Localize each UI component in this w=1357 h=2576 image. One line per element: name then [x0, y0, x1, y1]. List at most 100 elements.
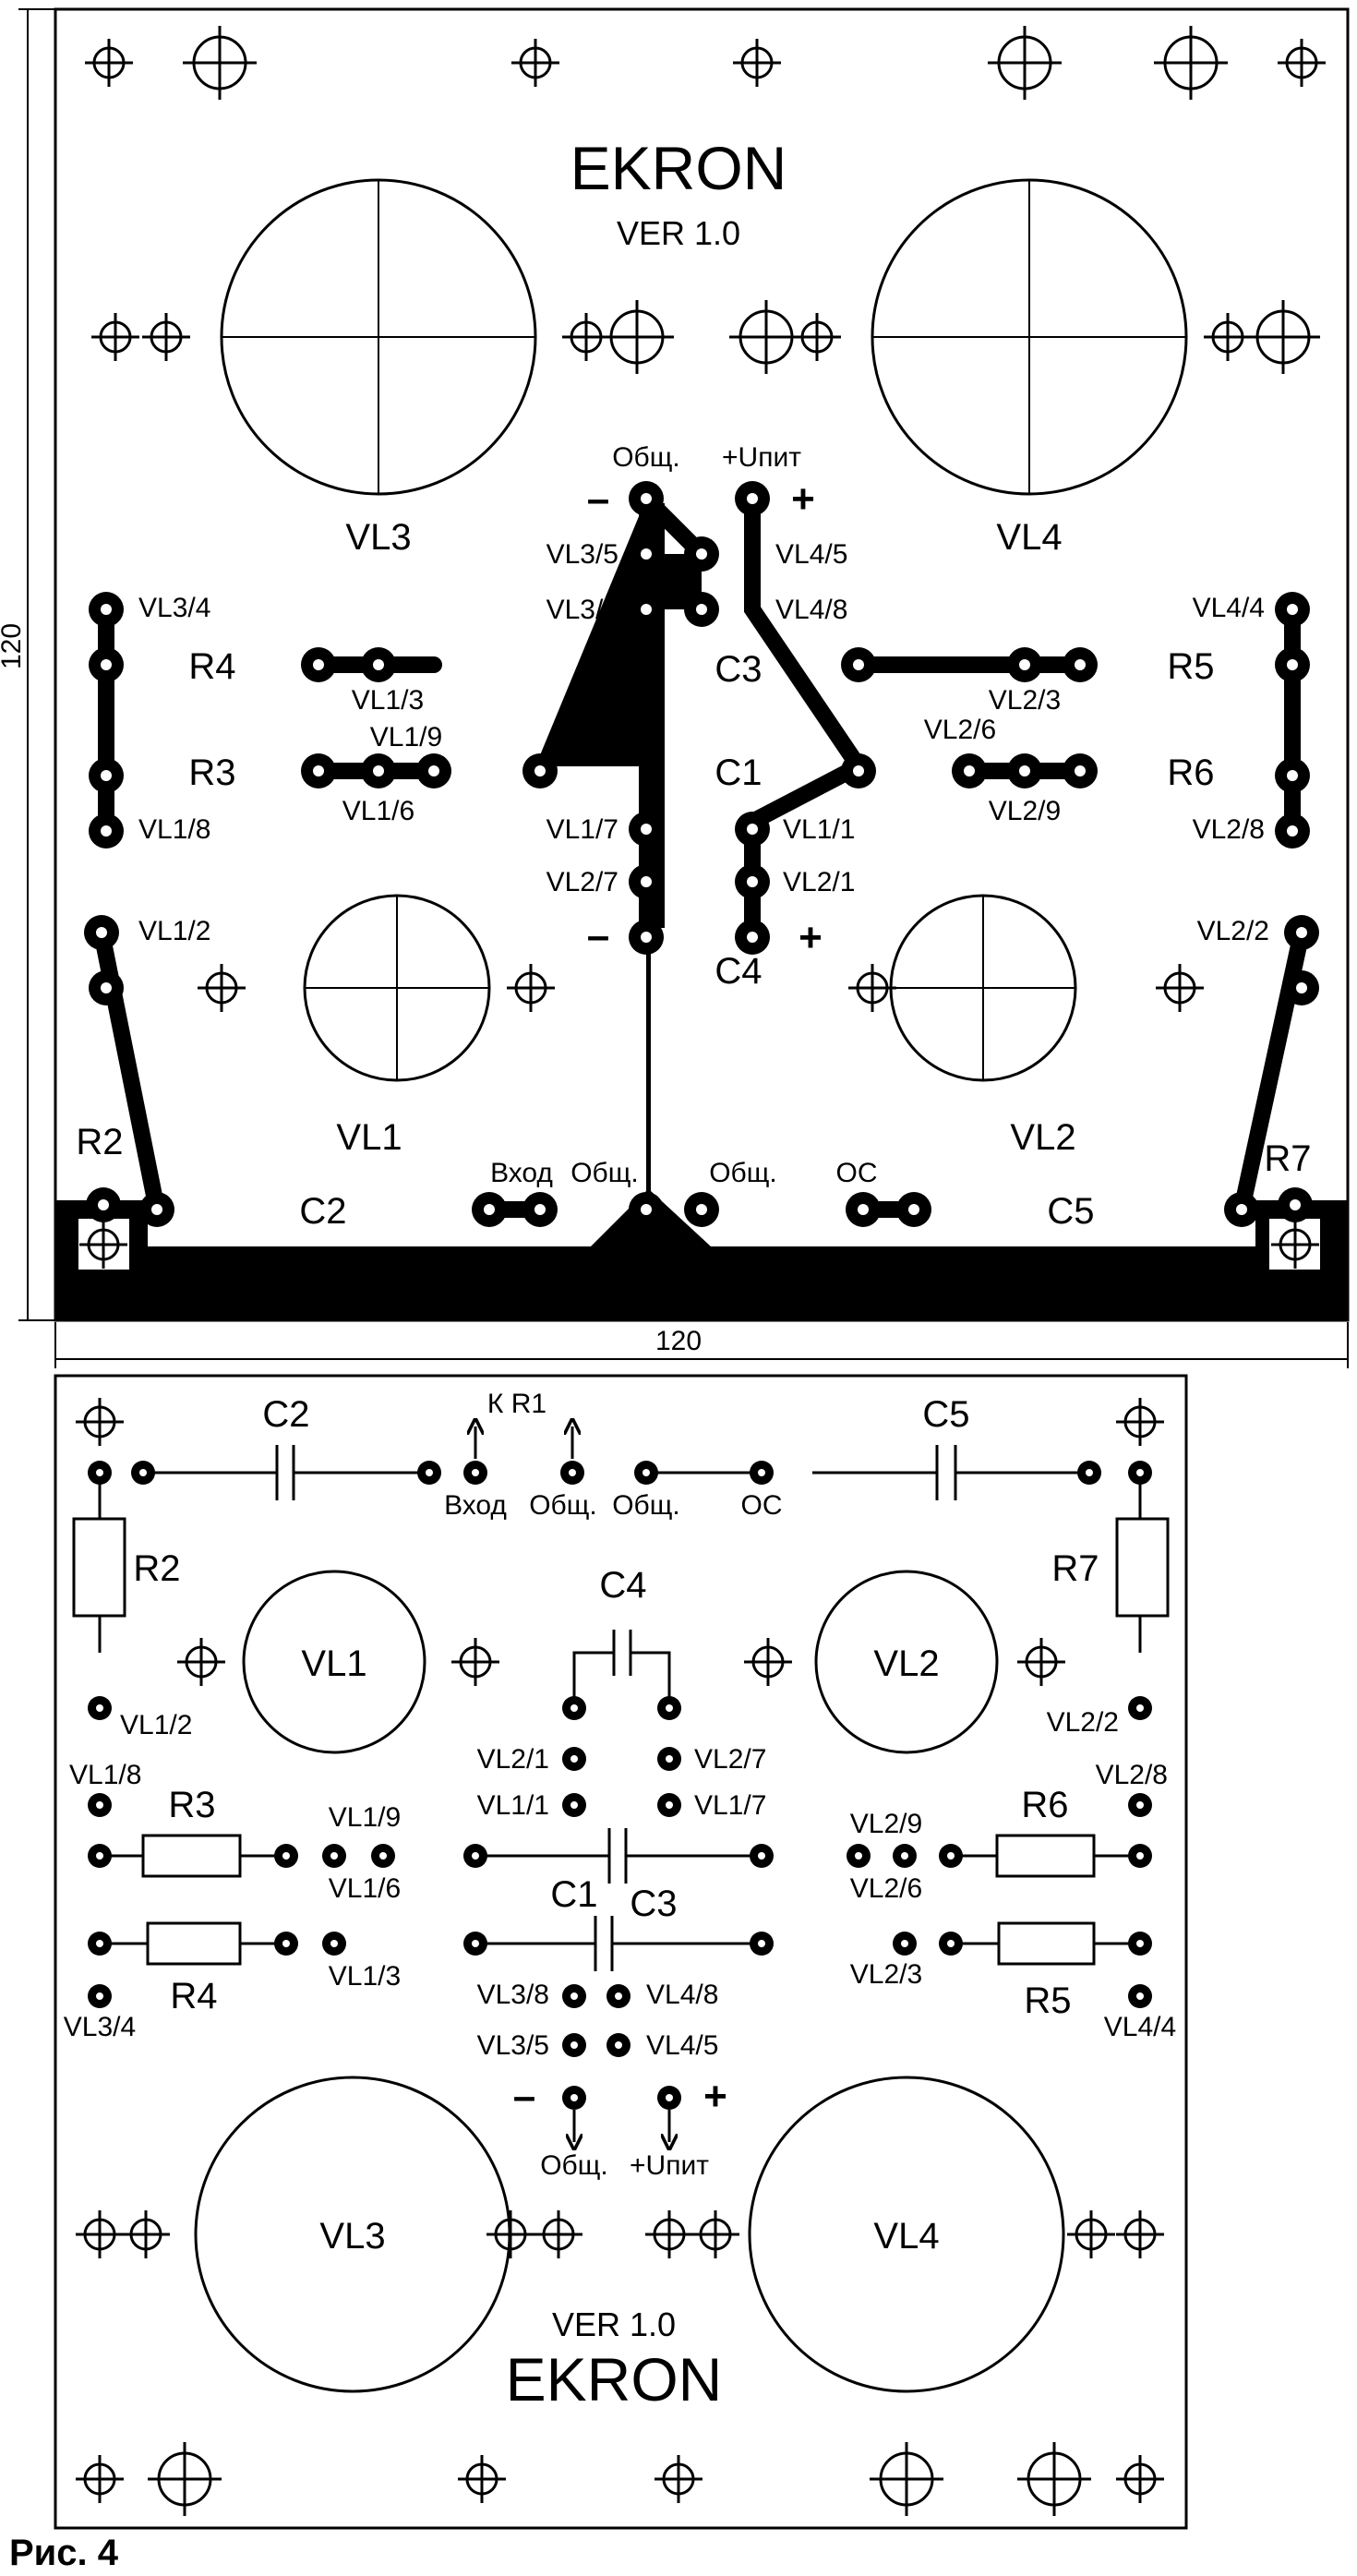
tube-vl1-bottom: VL1	[242, 1570, 426, 1754]
label-pcb-top-resistors-0: R4	[188, 646, 235, 687]
label-pcb-top-pads-vl1-9: VL1/9	[370, 722, 442, 752]
label-pcb-bottom-pads-vl1-2: VL1/2	[120, 1710, 192, 1740]
bottom-row-c2-c5	[72, 1426, 1170, 1653]
label-pcb-bottom-pads-vl3-4: VL3/4	[64, 2012, 136, 2042]
label-pcb-top-pads-vl4-4: VL4/4	[1193, 593, 1265, 623]
tube-vl1-top: VL1	[303, 894, 491, 1158]
figure-caption: Рис. 4	[9, 2533, 119, 2573]
label-pcb-bottom-capacitors-2: C4	[599, 1565, 646, 1606]
label-pcb-bottom-pads-vl2-2: VL2/2	[1047, 1707, 1119, 1738]
dimension-width-label: 120	[655, 1326, 702, 1356]
label-minus-bottom: –	[513, 2074, 535, 2119]
tube-vl3-top: VL3	[220, 178, 537, 558]
label-pcb-bottom-tubes-0: VL1	[301, 1643, 366, 1684]
label-pcb-top-pads-vl2-1: VL2/1	[783, 867, 855, 897]
board-outline-top	[54, 7, 1350, 1322]
tube-vl4-bottom: VL4	[748, 2076, 1065, 2393]
label-plus-bottom: +	[703, 2074, 727, 2119]
label-plus-top: +	[791, 476, 815, 522]
label-pcb-top-pads-vl1-2: VL1/2	[138, 916, 210, 946]
label-pcb-bottom-pads-vl1-1: VL1/1	[477, 1790, 549, 1821]
label-pcb-top-pads-vhod: Вход	[490, 1158, 553, 1188]
label-pcb-bottom-pads-vl3-5: VL3/5	[477, 2030, 549, 2061]
label-pcb-top-pads-vl1-1: VL1/1	[783, 814, 855, 845]
label-pcb-bottom-pads-obsh1: Общ.	[529, 1490, 597, 1521]
tube-vl3-bottom: VL3	[194, 2076, 511, 2393]
label-pcb-bottom-pads-vl2-7: VL2/7	[694, 1744, 766, 1775]
label-pcb-bottom-resistors-1: R7	[1051, 1548, 1099, 1589]
version-top: VER 1.0	[617, 214, 740, 252]
label-pcb-top-pads-vl1-8: VL1/8	[138, 814, 210, 845]
label-minus-c4: –	[587, 913, 609, 958]
label-pcb-top-pads-vl1-3: VL1/3	[352, 685, 424, 716]
label-pcb-bottom-tubes-3: VL4	[873, 2216, 939, 2257]
pcb-top: 120 120 EKRON VER 1.0 VL3 VL4	[0, 7, 1350, 1368]
label-pcb-top-tubes-1: VL4	[996, 517, 1062, 558]
label-pcb-bottom-kr1: К R1	[487, 1389, 546, 1419]
label-pcb-bottom-resistors-2: R3	[168, 1785, 215, 1825]
label-pcb-bottom-pads-vl1-8: VL1/8	[69, 1760, 141, 1790]
label-pcb-bottom-pads-obsh-bottom: Общ.	[540, 2150, 608, 2181]
label-pcb-top-resistors-5: R7	[1264, 1138, 1311, 1179]
dimension-height-label: 120	[0, 623, 27, 669]
label-pcb-bottom-resistors-3: R6	[1021, 1785, 1068, 1825]
label-pcb-top-capacitors-1: C1	[715, 752, 762, 793]
label-pcb-top-tubes-3: VL2	[1010, 1117, 1075, 1158]
tube-vl4-top: VL4	[871, 178, 1188, 558]
label-pcb-bottom-capacitors-0: C2	[262, 1394, 309, 1435]
label-pcb-top-pads-obsh-right: Общ.	[709, 1158, 777, 1188]
label-pcb-top-pads-vl3-4: VL3/4	[138, 593, 210, 623]
label-pcb-bottom-tubes-1: VL2	[873, 1643, 939, 1684]
label-pcb-bottom-pads-vl4-5: VL4/5	[646, 2030, 718, 2061]
bottom-labels: VL1/2 VL2/2 VL2/1 VL2/7 VL1/1 VL1/7 VL1/…	[64, 1707, 1176, 2181]
label-pcb-top-pads-vl3-8: VL3/8	[546, 595, 618, 625]
label-pcb-top-resistors-3: R6	[1167, 752, 1214, 793]
label-pcb-bottom-pads-vl1-3: VL1/3	[329, 1961, 401, 1992]
label-pcb-top-pads-vl1-6: VL1/6	[342, 796, 414, 826]
label-pcb-top-capacitors-0: C3	[715, 649, 762, 690]
top-labels: Общ. +Uпит – + VL3/5 VL3/8 VL4/5 VL4/8 V…	[76, 442, 1311, 1232]
label-pcb-bottom-pads-obsh2: Общ.	[612, 1490, 680, 1521]
label-pcb-bottom-pads-vl4-8: VL4/8	[646, 1980, 718, 2010]
label-upit: +Uпит	[722, 442, 801, 473]
label-pcb-top-pads-vl4-5: VL4/5	[775, 539, 847, 570]
label-pcb-bottom-pads-vl2-9: VL2/9	[850, 1809, 922, 1839]
label-pcb-bottom-tubes-2: VL3	[319, 2216, 385, 2257]
label-pcb-top-pads-vl2-2: VL2/2	[1197, 916, 1269, 946]
label-pcb-top-tubes-0: VL3	[345, 517, 411, 558]
pcb-bottom: C2 C5 К R1 Вход Общ. Общ. ОС R2 R7 VL1 V…	[54, 1374, 1188, 2530]
label-pcb-bottom-resistors-0: R2	[133, 1548, 180, 1589]
label-pcb-bottom-pads-vl1-9: VL1/9	[329, 1802, 401, 1833]
label-pcb-bottom-resistors-4: R4	[170, 1976, 217, 2016]
label-pcb-top-pads-vl2-7: VL2/7	[546, 867, 618, 897]
label-pcb-bottom-pads-vl2-8: VL2/8	[1096, 1760, 1168, 1790]
label-pcb-top-pads-vl2-9: VL2/9	[989, 796, 1061, 826]
label-pcb-top-resistors-2: R5	[1167, 646, 1214, 687]
label-pcb-bottom-capacitors-1: C5	[922, 1394, 969, 1435]
label-pcb-top-pads-vl2-3: VL2/3	[989, 685, 1061, 716]
label-pcb-bottom-capacitors-3: C1	[550, 1874, 597, 1915]
capacitor-c4-bottom	[572, 1630, 671, 1708]
label-pcb-bottom-pads-vl1-7: VL1/7	[694, 1790, 766, 1821]
label-pcb-top-pads-obsh-left: Общ.	[570, 1158, 639, 1188]
label-pcb-bottom-pads-vl2-1: VL2/1	[477, 1744, 549, 1775]
label-pcb-top-pads-vl4-8: VL4/8	[775, 595, 847, 625]
label-pcb-bottom-pads-vl1-6: VL1/6	[329, 1873, 401, 1904]
label-pcb-bottom-pads-oc: ОС	[741, 1490, 783, 1521]
dimension-height: 120	[0, 8, 55, 1321]
label-pcb-top-pads-vl3-5: VL3/5	[546, 539, 618, 570]
label-pcb-top-resistors-1: R3	[188, 752, 235, 793]
version-bottom: VER 1.0	[552, 2305, 676, 2343]
label-pcb-bottom-pads-vl4-4: VL4/4	[1104, 2012, 1176, 2042]
label-pcb-bottom-capacitors-4: C3	[630, 1884, 677, 1924]
label-pcb-top-pads-vl2-6: VL2/6	[924, 715, 996, 745]
label-pcb-top-resistors-4: R2	[76, 1122, 123, 1162]
label-pcb-bottom-pads-vhod: Вход	[444, 1490, 507, 1521]
label-plus-c4: +	[799, 915, 823, 960]
label-pcb-bottom-pads-vl2-6: VL2/6	[850, 1873, 922, 1904]
dimension-width: 120	[54, 1322, 1349, 1368]
label-pcb-bottom-pads-vl3-8: VL3/8	[477, 1980, 549, 2010]
label-pcb-top-pads-vl2-8: VL2/8	[1193, 814, 1265, 845]
label-pcb-top-pads-oc: ОС	[836, 1158, 878, 1188]
